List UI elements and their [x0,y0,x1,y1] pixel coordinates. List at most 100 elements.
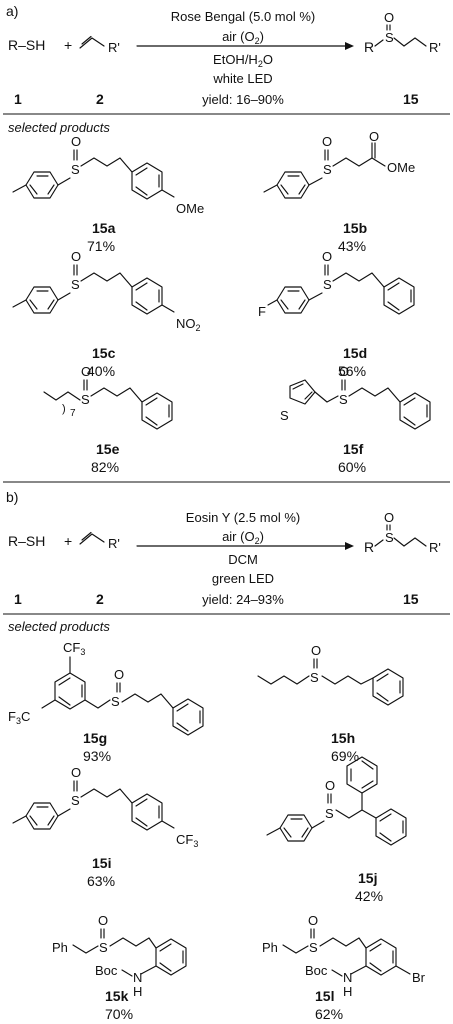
product-sulfur: S [385,530,394,545]
reaction-arrowhead [345,542,354,550]
selected-products-heading: selected products [8,619,110,634]
product-15h: S O 15h 69% [257,643,404,764]
svg-text:70%: 70% [105,1006,133,1022]
svg-text:S: S [99,940,108,955]
svg-text:15k: 15k [105,988,129,1004]
svg-text:): ) [62,403,66,415]
svg-text:OMe: OMe [387,160,415,175]
svg-text:15e: 15e [96,441,120,457]
svg-text:S: S [71,162,80,177]
product-15f: S S O 15f 60% [280,364,431,475]
svg-text:N: N [133,970,142,985]
svg-text:O: O [98,913,108,928]
compound-number-15: 15 [403,591,419,607]
alkene-substituent: R' [108,536,120,551]
product-15l: Ph S O Br N H Boc 15l 62% [262,913,426,1022]
condition-solvent: DCM [228,552,258,567]
svg-text:63%: 63% [87,873,115,889]
product-sulfur: S [385,30,394,45]
svg-text:O: O [322,134,332,149]
svg-text:15h: 15h [331,730,355,746]
svg-text:15j: 15j [358,870,377,886]
condition-solvent: EtOH/H2O [213,52,273,69]
svg-text:CF3: CF3 [63,640,85,657]
svg-text:S: S [71,793,80,808]
condition-yield: yield: 24–93% [202,592,284,607]
svg-text:O: O [311,643,321,658]
svg-text:S: S [323,277,332,292]
svg-text:N: N [343,970,352,985]
condition-catalyst: Rose Bengal (5.0 mol %) [171,9,316,24]
product-15b: S O O OMe 15b 43% [263,129,415,254]
svg-text:O: O [308,913,318,928]
svg-text:93%: 93% [83,748,111,764]
svg-text:69%: 69% [331,748,359,764]
thiol-reagent: R–SH [8,37,45,53]
panel-a: a) R–SH + R' Rose Bengal (5.0 mol %) air… [3,3,450,475]
svg-text:F3C: F3C [8,709,30,726]
svg-text:O: O [322,249,332,264]
compound-number-2: 2 [96,591,104,607]
product-15g: CF3 F3C S O 15g 93% [8,640,204,764]
panel-b-label: b) [6,489,18,505]
panel-a-label: a) [6,3,18,19]
product-rprime: R' [429,540,441,555]
svg-text:S: S [111,694,120,709]
svg-text:S: S [325,806,334,821]
product-oxygen: O [384,10,394,25]
svg-text:NO2: NO2 [176,316,201,333]
svg-text:S: S [81,392,90,407]
svg-text:Ph: Ph [52,940,68,955]
svg-text:O: O [71,134,81,149]
svg-text:15i: 15i [92,855,111,871]
svg-text:15b: 15b [343,220,367,236]
condition-light: green LED [212,571,274,586]
svg-text:CF3: CF3 [176,832,198,849]
condition-oxidant: air (O2) [222,529,264,546]
svg-text:Ph: Ph [262,940,278,955]
svg-text:S: S [323,162,332,177]
svg-text:15d: 15d [343,345,367,361]
product-r: R [364,539,374,555]
svg-text:15g: 15g [83,730,107,746]
svg-text:15a: 15a [92,220,116,236]
condition-oxidant: air (O2) [222,29,264,46]
product-15k: Ph S O N H Boc 15k 70% [52,913,187,1022]
svg-text:S: S [309,940,318,955]
product-15d: F S O 15d 56% [258,249,415,379]
compound-number-2: 2 [96,91,104,107]
svg-text:56%: 56% [338,363,366,379]
svg-text:O: O [325,778,335,793]
svg-text:60%: 60% [338,459,366,475]
plus-sign: + [64,37,72,53]
product-15i: S O CF3 15i 63% [12,765,198,889]
svg-text:42%: 42% [355,888,383,904]
product-15a: S O OMe 15a 71% [12,134,204,254]
panel-b: b) R–SH + R' Eosin Y (2.5 mol %) air (O2… [3,489,450,1022]
svg-text:O: O [81,364,91,379]
svg-text:15f: 15f [343,441,364,457]
condition-catalyst: Eosin Y (2.5 mol %) [186,510,300,525]
plus-sign: + [64,533,72,549]
thiol-reagent: R–SH [8,533,45,549]
condition-light: white LED [212,71,272,86]
product-oxygen: O [384,510,394,525]
svg-text:S: S [71,277,80,292]
svg-text:7: 7 [70,408,76,419]
svg-text:H: H [133,984,142,999]
reaction-arrowhead [345,42,354,50]
alkene-structure [79,35,105,49]
svg-text:OMe: OMe [176,201,204,216]
svg-text:71%: 71% [87,238,115,254]
svg-text:Br: Br [412,970,426,985]
svg-text:H: H [343,984,352,999]
compound-number-1: 1 [14,591,22,607]
svg-text:Boc: Boc [95,963,118,978]
svg-text:Boc: Boc [305,963,328,978]
compound-number-1: 1 [14,91,22,107]
svg-text:O: O [114,667,124,682]
product-rprime: R' [429,40,441,55]
svg-text:O: O [339,364,349,379]
svg-text:S: S [339,392,348,407]
